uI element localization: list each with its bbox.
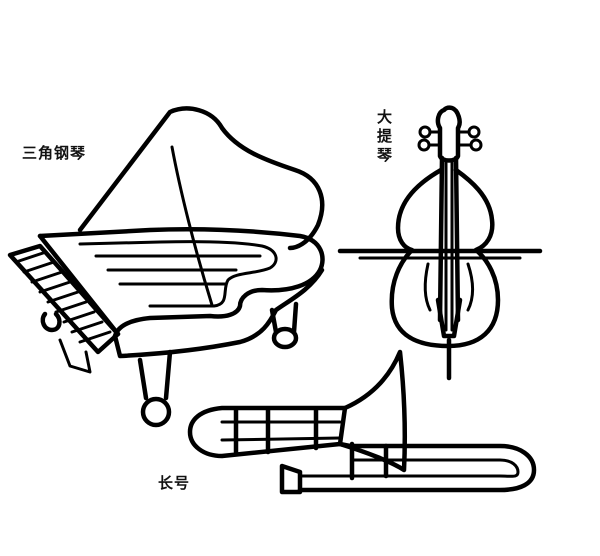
label-trombone: 长号	[158, 474, 191, 492]
piano-pedal	[58, 338, 92, 374]
piano-lid	[77, 106, 325, 251]
cello-f-hole-right	[466, 262, 474, 312]
trombone-drawing	[187, 349, 537, 495]
piano-keys	[14, 250, 112, 344]
cello-strings	[444, 158, 454, 332]
piano-leg-right	[269, 301, 299, 335]
cello-neck	[437, 155, 461, 323]
piano-case-rim	[112, 267, 325, 359]
trombone-mouthpiece	[279, 463, 303, 495]
cello-drawing	[337, 105, 543, 381]
trombone-bell	[337, 349, 408, 473]
trombone-bell-tube-inner	[220, 420, 342, 442]
cello-f-hole-left	[423, 262, 432, 312]
label-grand-piano: 三角钢琴	[22, 144, 87, 162]
piano-leg-left	[40, 311, 62, 333]
label-cello: 大提琴	[376, 108, 393, 164]
piano-lid-prop	[170, 145, 214, 307]
cello-scroll	[435, 105, 462, 163]
piano-case-top	[37, 227, 325, 339]
grand-piano-drawing	[7, 106, 325, 428]
trombone-slide	[297, 441, 537, 493]
cello-peg-shafts	[427, 130, 473, 147]
trombone-slide-inner	[298, 458, 520, 478]
cello-tailpiece	[435, 297, 463, 339]
piano-harp	[78, 240, 278, 308]
trombone-bell-tube-top	[187, 405, 348, 459]
piano-leg-right-caster	[271, 326, 299, 350]
piano-leg-front-caster	[140, 396, 172, 428]
piano-leg-front	[137, 349, 173, 401]
